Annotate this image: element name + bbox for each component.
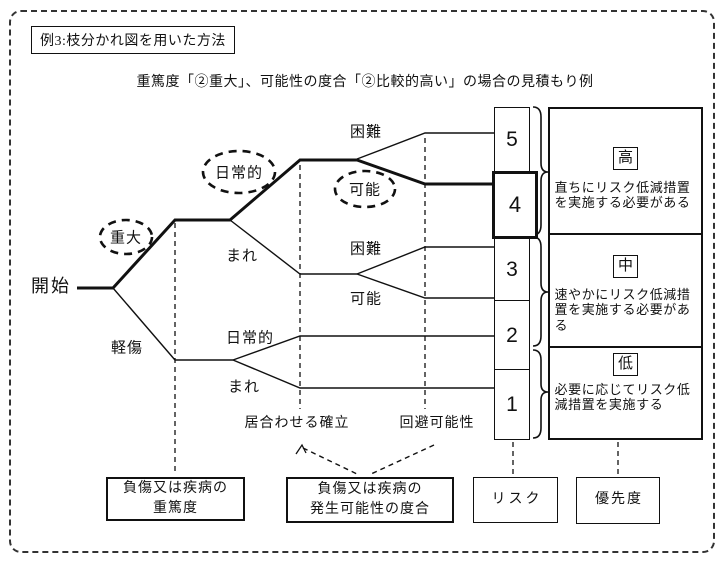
axis-label-avoidability: 回避可能性 (399, 416, 475, 431)
branch-label-rare-lower: まれ (227, 379, 261, 396)
priority-grade-mid: 中 (612, 255, 638, 278)
risk-cell-1: 1 (494, 369, 530, 440)
risk-cell-4-highlighted: 4 (492, 171, 538, 239)
axis-label-presence-probability: 居合わせる確立 (244, 416, 350, 431)
priority-panel (548, 107, 703, 440)
branch-label-serious: 重大 (109, 230, 143, 247)
probability-caption-box: 負傷又は疾病の 発生可能性の度合 (286, 477, 454, 523)
pointer-dashed-arrows (295, 443, 435, 475)
priority-divider-mid-low (548, 346, 703, 348)
branch-label-daily-upper: 日常的 (214, 165, 264, 182)
start-label: 開始 (31, 276, 71, 296)
example-title: 例3:枝分かれ図を用いた方法 (31, 26, 235, 54)
priority-section-high: 高 直ちにリスク低減措置を実施する必要がある (548, 109, 703, 233)
guide-dashed-lines (174, 138, 619, 475)
outer-dashed-border (9, 10, 715, 553)
risk-cell-3: 3 (494, 238, 530, 302)
severity-caption-box: 負傷又は疾病の 重篤度 (106, 477, 245, 521)
priority-description-high: 直ちにリスク低減措置を実施する必要がある (554, 179, 691, 211)
branch-label-possible-top: 可能 (348, 182, 382, 199)
branch-label-possible-mid: 可能 (349, 291, 383, 308)
priority-divider-high-mid (548, 233, 703, 235)
priority-section-low: 低 必要に応じてリスク低減措置を実施する (548, 348, 703, 438)
risk-cell-2: 2 (494, 300, 530, 371)
branch-label-daily-lower: 日常的 (225, 330, 275, 347)
risk-caption-box: リスク (473, 477, 558, 523)
risk-cell-5: 5 (494, 107, 530, 172)
tree-branches-bold (77, 158, 492, 290)
priority-caption-box: 優先度 (576, 477, 660, 524)
branch-label-minor: 軽傷 (110, 340, 144, 357)
priority-grade-high: 高 (612, 147, 638, 170)
branch-label-rare-upper: まれ (225, 248, 259, 265)
subtitle: 重篤度「②重大」、可能性の度合「②比較的高い」の場合の見積もり例 (136, 75, 594, 90)
branch-label-difficult-top: 困難 (349, 124, 383, 141)
probability-caption-line1: 負傷又は疾病の (317, 481, 423, 497)
emphasis-ellipses (98, 149, 397, 256)
grouping-braces (532, 106, 549, 439)
priority-description-mid: 速やかにリスク低減措置を実施する必要がある (554, 286, 691, 333)
priority-description-low: 必要に応じてリスク低減措置を実施する (554, 381, 691, 413)
priority-grade-low: 低 (612, 353, 638, 376)
severity-caption-line1: 負傷又は疾病の (123, 480, 228, 496)
tree-branches (112, 132, 494, 389)
priority-section-mid: 中 速やかにリスク低減措置を実施する必要がある (548, 235, 703, 346)
up-arrowhead-icon (295, 443, 307, 455)
branch-label-difficult-mid: 困難 (349, 241, 383, 258)
probability-caption-line2: 発生可能性の度合 (310, 502, 430, 517)
severity-caption-line2: 重篤度 (153, 501, 198, 516)
